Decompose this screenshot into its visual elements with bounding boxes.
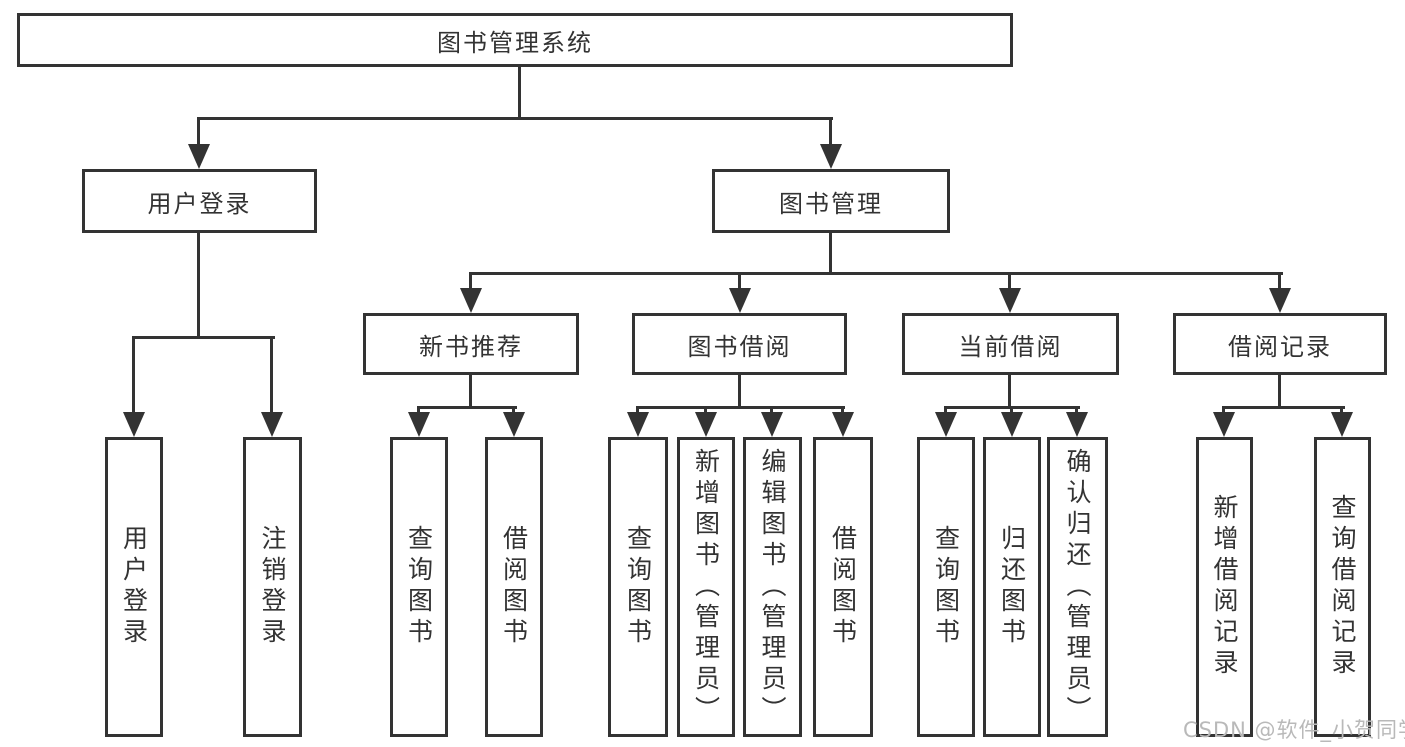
node-root: 图书管理系统 xyxy=(17,13,1013,67)
arrowhead-icon xyxy=(460,288,482,313)
leaf-label: 新增图书（管理员） xyxy=(691,447,721,727)
connector xyxy=(512,406,515,415)
leaf-logout: 注销登录 xyxy=(243,437,302,737)
connector xyxy=(469,272,1283,275)
connector xyxy=(1008,272,1011,290)
connector xyxy=(132,336,135,414)
leaf-label: 新增借阅记录 xyxy=(1210,494,1239,680)
arrowhead-icon xyxy=(261,412,283,437)
arrowhead-icon xyxy=(820,144,842,169)
node-current-borrow: 当前借阅 xyxy=(902,313,1119,375)
connector xyxy=(270,336,273,414)
connector xyxy=(704,406,707,415)
arrowhead-icon xyxy=(729,288,751,313)
connector xyxy=(469,373,472,408)
leaf-borrow-books: 借阅图书 xyxy=(813,437,873,737)
connector xyxy=(132,336,275,339)
connector xyxy=(944,406,947,415)
node-user-login: 用户登录 xyxy=(82,169,317,233)
connector xyxy=(417,406,517,409)
node-borrow-records: 借阅记录 xyxy=(1173,313,1387,375)
arrowhead-icon xyxy=(1066,412,1088,437)
leaf-label: 用户登录 xyxy=(119,525,149,649)
leaf-label: 查询借阅记录 xyxy=(1328,494,1357,680)
leaf-label: 借阅图书 xyxy=(499,525,529,649)
connector xyxy=(829,117,832,147)
connector xyxy=(841,406,844,415)
connector xyxy=(518,65,521,120)
node-new-book-recommend: 新书推荐 xyxy=(363,313,579,375)
connector xyxy=(417,406,420,415)
leaf-query-books: 查询图书 xyxy=(917,437,975,737)
leaf-label: 查询图书 xyxy=(404,525,434,649)
connector xyxy=(197,231,200,338)
connector xyxy=(636,406,639,415)
connector xyxy=(1222,406,1345,409)
leaf-query-borrow-record: 查询借阅记录 xyxy=(1314,437,1371,737)
leaf-label: 确认归还（管理员） xyxy=(1063,447,1092,727)
leaf-query-books: 查询图书 xyxy=(390,437,448,737)
leaf-confirm-return-admin: 确认归还（管理员） xyxy=(1047,437,1108,737)
connector xyxy=(1008,373,1011,408)
connector xyxy=(829,231,832,275)
arrowhead-icon xyxy=(999,288,1021,313)
connector xyxy=(770,406,773,415)
connector xyxy=(197,117,833,120)
arrowhead-icon xyxy=(627,412,649,437)
leaf-edit-books-admin: 编辑图书（管理员） xyxy=(743,437,802,737)
arrowhead-icon xyxy=(761,412,783,437)
connector xyxy=(738,272,741,290)
connector xyxy=(1278,272,1281,290)
arrowhead-icon xyxy=(1269,288,1291,313)
node-book-borrow: 图书借阅 xyxy=(632,313,847,375)
arrowhead-icon xyxy=(1213,412,1235,437)
csdn-watermark: CSDN @软件_小贺同学 xyxy=(1183,718,1405,742)
connector xyxy=(1340,406,1343,415)
leaf-label: 注销登录 xyxy=(258,525,287,649)
arrowhead-icon xyxy=(935,412,957,437)
arrowhead-icon xyxy=(188,144,210,169)
arrowhead-icon xyxy=(1001,412,1023,437)
leaf-add-borrow-record: 新增借阅记录 xyxy=(1196,437,1253,737)
arrowhead-icon xyxy=(695,412,717,437)
leaf-return-books: 归还图书 xyxy=(983,437,1041,737)
node-book-management: 图书管理 xyxy=(712,169,950,233)
leaf-label: 查询图书 xyxy=(623,525,653,649)
leaf-query-books: 查询图书 xyxy=(608,437,668,737)
arrowhead-icon xyxy=(503,412,525,437)
arrowhead-icon xyxy=(408,412,430,437)
arrowhead-icon xyxy=(1331,412,1353,437)
connector xyxy=(738,373,741,408)
connector xyxy=(1075,406,1078,415)
connector xyxy=(1222,406,1225,415)
leaf-borrow-books: 借阅图书 xyxy=(485,437,543,737)
leaf-label: 查询图书 xyxy=(931,525,961,649)
connector xyxy=(469,272,472,290)
connector xyxy=(636,406,845,409)
leaf-add-books-admin: 新增图书（管理员） xyxy=(677,437,735,737)
connector xyxy=(1278,373,1281,408)
leaf-label: 归还图书 xyxy=(997,525,1027,649)
leaf-user-login: 用户登录 xyxy=(105,437,163,737)
arrowhead-icon xyxy=(123,412,145,437)
connector xyxy=(197,117,200,147)
connector xyxy=(1010,406,1013,415)
leaf-label: 编辑图书（管理员） xyxy=(758,447,787,727)
leaf-label: 借阅图书 xyxy=(828,525,858,649)
arrowhead-icon xyxy=(832,412,854,437)
